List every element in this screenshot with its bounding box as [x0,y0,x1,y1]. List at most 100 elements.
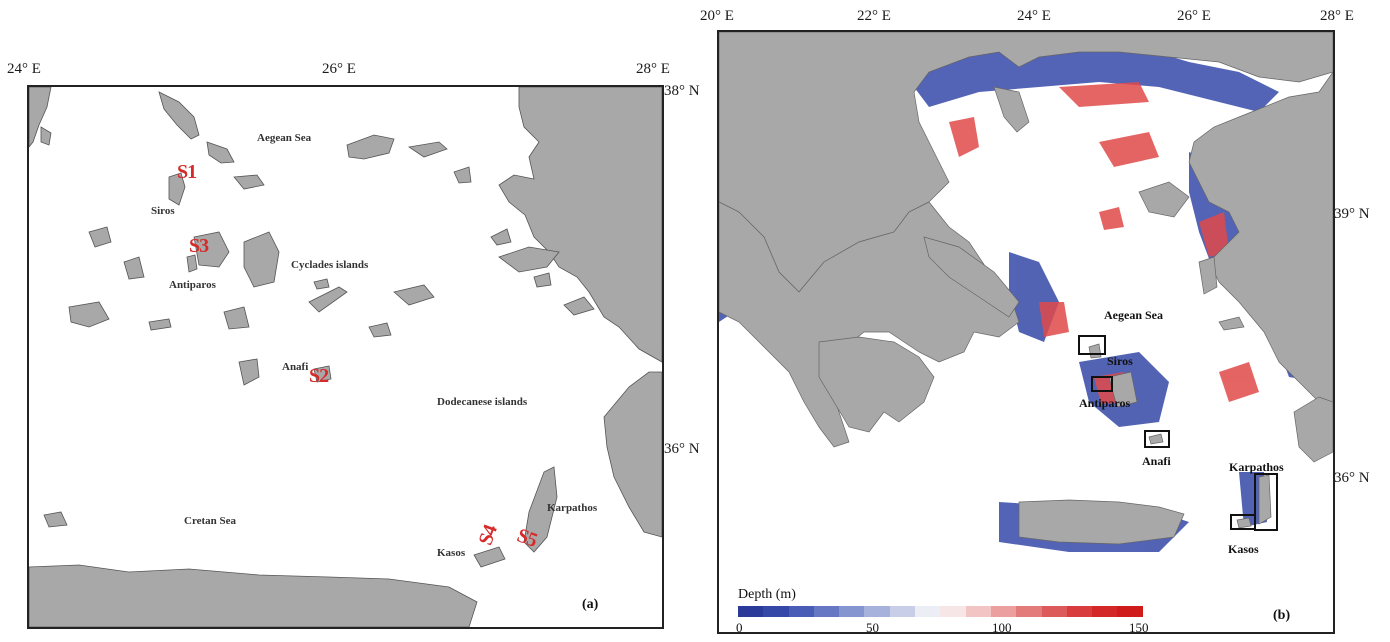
antiparos-island [186,254,198,273]
label-siros: Siros [151,205,175,217]
label-aegean-sea: Aegean Sea [257,132,312,144]
andros-island [158,91,200,140]
kos-island [498,246,560,273]
box-antiparos [1091,376,1113,392]
mykonos-island [233,174,265,190]
kasos-island [473,546,506,568]
panel-a-coastline [29,87,662,627]
samos-b [1218,316,1245,331]
colorbar-swatch-4 [839,606,865,617]
label-kasos: Kasos [437,547,466,559]
colorbar-swatch-10 [990,606,1017,617]
donousa-island [313,278,330,290]
colorbar-swatch-0 [738,606,764,617]
lat-label-36n-b: 36° N [1334,470,1370,486]
levitha-island [368,322,392,338]
lat-label-39n: 39° N [1334,206,1370,222]
legend-tick-50: 50 [866,620,879,634]
colorbar-swatch-9 [965,606,991,617]
colorbar-swatch-14 [1092,606,1118,617]
box-karpathos [1254,473,1278,531]
label-karpathos: Karpathos [547,502,598,514]
crete-gulf [43,511,68,528]
colorbar-swatch-6 [889,606,916,617]
nisyros-island [533,272,552,288]
label-antiparos: Antiparos [169,279,216,291]
lon-label-28e: 28° E [636,61,670,77]
rhodes-island [603,371,662,538]
lon-label-28e-b: 28° E [1320,8,1354,24]
colorbar-swatch-8 [940,606,966,617]
colorbar-swatch-1 [763,606,789,617]
label-antiparos-b: Antiparos [1079,396,1131,410]
panel-a-map: Aegean Sea Siros Antiparos Cyclades isla… [27,85,664,629]
kalymnos-island [490,228,512,246]
panel-b-tag: (b) [1273,608,1291,623]
crete-b [1018,499,1185,545]
label-karpathos-b: Karpathos [1229,460,1284,474]
crete-island [29,564,478,627]
ios-island [223,306,250,330]
santorini-island [238,358,260,386]
label-kasos-b: Kasos [1228,542,1259,556]
colorbar-swatch-12 [1041,606,1067,617]
label-cretan-sea: Cretan Sea [184,515,237,527]
lon-label-26e: 26° E [322,61,356,77]
paros-island [193,231,230,268]
panel-a-tag: (a) [582,597,599,612]
colorbar-swatch-3 [813,606,840,617]
syros-b [1088,343,1102,359]
colorbar-swatch-2 [788,606,814,617]
label-siros-b: Siros [1107,354,1133,368]
ikaria-island [407,141,448,158]
milos-island [68,301,110,328]
colorbar-swatch-15 [1117,606,1143,617]
box-siros [1078,335,1106,355]
amorgos-island [308,286,348,313]
asia-minor-coast [498,87,662,363]
lon-label-20e: 20° E [700,8,734,24]
kea-island [40,126,52,146]
rhodes-b [1293,396,1333,463]
legend-title: Depth (m) [738,587,796,602]
box-anafi [1144,430,1170,448]
sifnos-island [123,256,145,280]
depth-colorbar [738,606,1143,617]
turkey-land [1188,71,1333,413]
label-anafi: Anafi [282,361,309,373]
karpathos-b [1258,474,1272,525]
site-s1-label: S1 [177,161,197,183]
site-s2-label: S2 [309,365,329,387]
label-cyclades: Cyclades islands [291,259,369,271]
colorbar-swatch-11 [1016,606,1042,617]
panel-b-bathymetry [719,32,1333,552]
label-anafi-b: Anafi [1142,454,1171,468]
lon-label-26e-b: 26° E [1177,8,1211,24]
lon-label-22e: 22° E [857,8,891,24]
legend-tick-100: 100 [992,620,1012,634]
mainland-attica [29,87,52,148]
lat-label-36n: 36° N [664,441,700,457]
tinos-island [206,141,235,164]
colorbar-swatch-5 [864,606,890,617]
lon-label-24e: 24° E [7,61,41,77]
lesvos-island [1138,181,1190,218]
anafi-b [1148,433,1164,445]
evia-island [923,236,1020,318]
tilos-island [563,296,595,316]
lat-label-38n: 38° N [664,83,700,99]
box-kasos [1230,514,1256,530]
naxos-island [243,231,280,288]
samos-island [346,134,395,160]
syros-island [168,172,186,206]
astypalaia-island [393,284,435,306]
colorbar-swatch-7 [915,606,941,617]
karpathos-island [523,466,558,553]
folegandros-island [148,318,172,331]
serifos-island [88,226,112,248]
chios-island [1198,256,1218,295]
anafi-island [313,365,332,383]
site-s3-label: S3 [189,235,209,257]
legend-tick-0: 0 [736,620,743,634]
label-aegean-sea-b: Aegean Sea [1104,308,1163,322]
